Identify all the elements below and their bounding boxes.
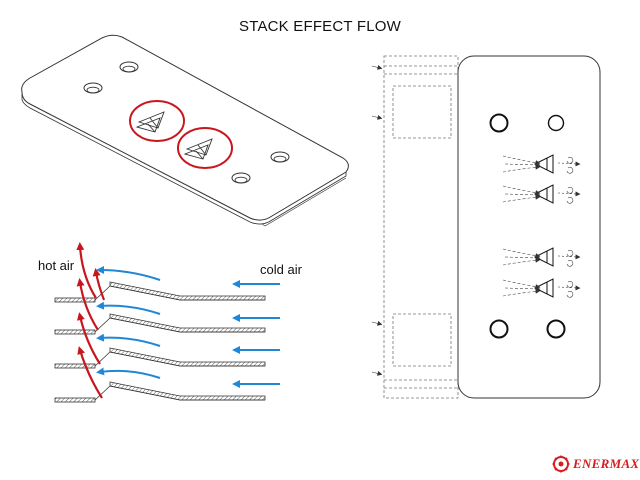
panel-grommet [83,82,103,94]
panel-outline [457,55,601,399]
hot-air-label: hot air [38,258,75,273]
page-title: STACK EFFECT FLOW [238,18,402,35]
cold-air-arrow [96,266,280,388]
highlight-circle [129,100,185,142]
cross-section: hot air cold air [38,242,303,403]
vent-fin-icon [135,111,165,133]
vent-fin-icon [183,138,213,160]
mount-hole [547,114,565,132]
mount-hole [489,319,509,339]
vent-layer [54,347,266,369]
vent-layer [54,381,266,403]
enermax-logo-icon [552,455,570,473]
brand-name: ENERMAX [573,456,640,471]
cold-air-label: cold air [260,262,303,277]
mount-hole [546,319,566,339]
elevation-view [371,55,601,399]
vent-pair [502,154,581,204]
hot-air-arrow [76,242,106,399]
highlight-circle [177,127,233,169]
vent-fin-icon [533,247,554,298]
mount-hole [489,113,509,133]
brand-logo: ENERMAX [552,455,639,473]
panel-grommet [270,151,290,163]
perspective-panel [21,34,349,227]
panel-grommet [231,172,251,184]
vent-fin-icon [533,154,554,204]
vent-layer [54,281,266,303]
vent-layer [54,313,266,335]
panel-grommet [119,61,139,73]
vent-pair [502,247,581,298]
